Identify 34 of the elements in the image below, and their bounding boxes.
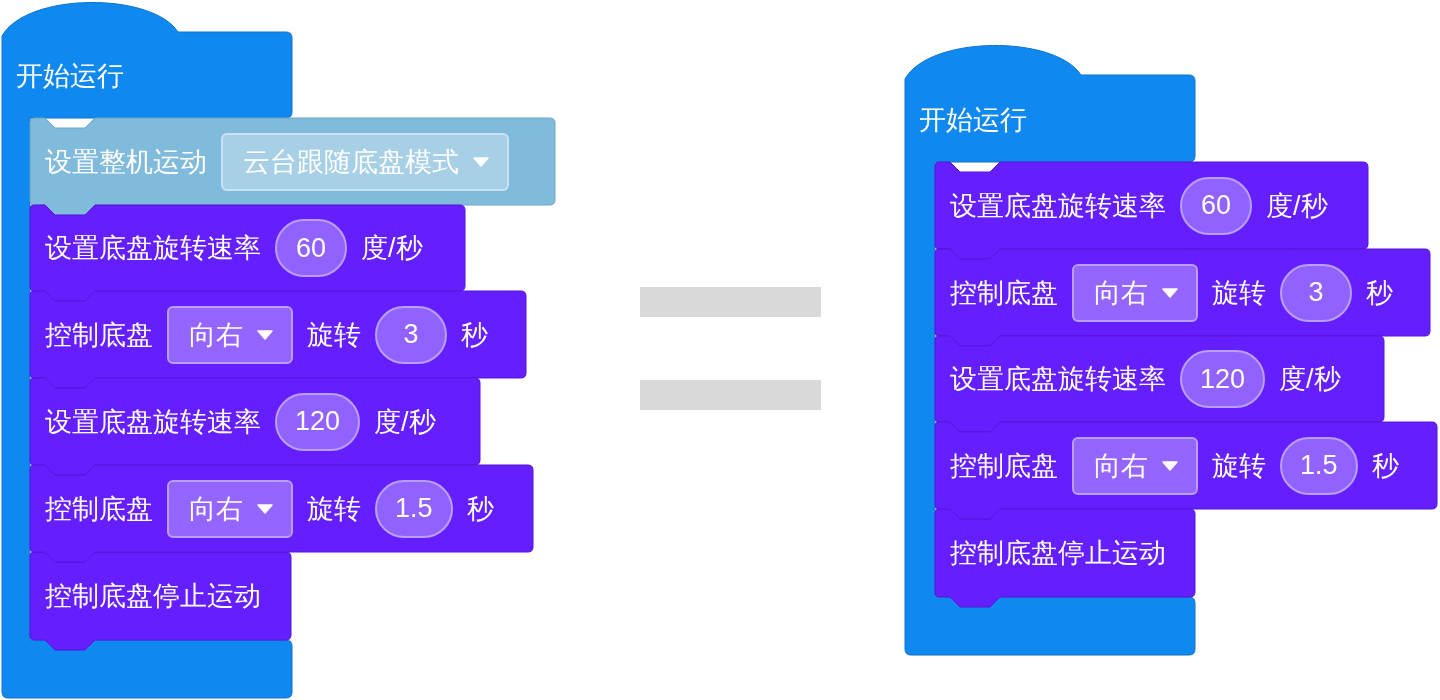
block-label: 开始运行 [919, 105, 1027, 135]
block-label: 设置整机运动 [45, 145, 207, 179]
block-label: 度/秒 [361, 232, 423, 265]
block-label: 秒 [1366, 276, 1393, 310]
command-block [935, 422, 1437, 519]
block-label: 旋转 [1212, 449, 1266, 483]
block-label: 设置底盘旋转速率 [45, 232, 261, 265]
command-block [30, 465, 533, 562]
block-label: 控制底盘停止运动 [45, 580, 261, 613]
dropdown-menu: 向右 [1072, 436, 1198, 495]
dropdown-menu: 向右 [167, 305, 293, 364]
block-label: 控制底盘 [45, 318, 153, 352]
hat-block [2, 2, 292, 698]
block-label: 旋转 [1212, 276, 1266, 310]
block-label: 旋转 [307, 492, 361, 526]
dropdown-menu: 向右 [1072, 263, 1198, 322]
block-label: 秒 [461, 318, 488, 352]
dropdown-menu: 向右 [167, 479, 293, 538]
hat-block [905, 45, 1195, 655]
block-label: 度/秒 [1266, 189, 1328, 223]
block-label: 设置底盘旋转速率 [950, 363, 1166, 396]
block-label: 度/秒 [1279, 363, 1341, 396]
block-label: 旋转 [307, 318, 361, 352]
block-label: 秒 [1371, 449, 1399, 483]
block-label: 度/秒 [374, 405, 436, 439]
block-label: 控制底盘 [950, 276, 1058, 310]
block-label: 秒 [466, 492, 494, 526]
block-label: 设置底盘旋转速率 [950, 189, 1166, 223]
block-label: 开始运行 [16, 61, 124, 91]
dropdown-menu: 云台跟随底盘模式 [221, 132, 509, 191]
block-label: 控制底盘 [950, 449, 1058, 483]
block-label: 控制底盘停止运动 [950, 537, 1166, 570]
block-label: 控制底盘 [45, 492, 153, 526]
block-label: 设置底盘旋转速率 [45, 405, 261, 439]
